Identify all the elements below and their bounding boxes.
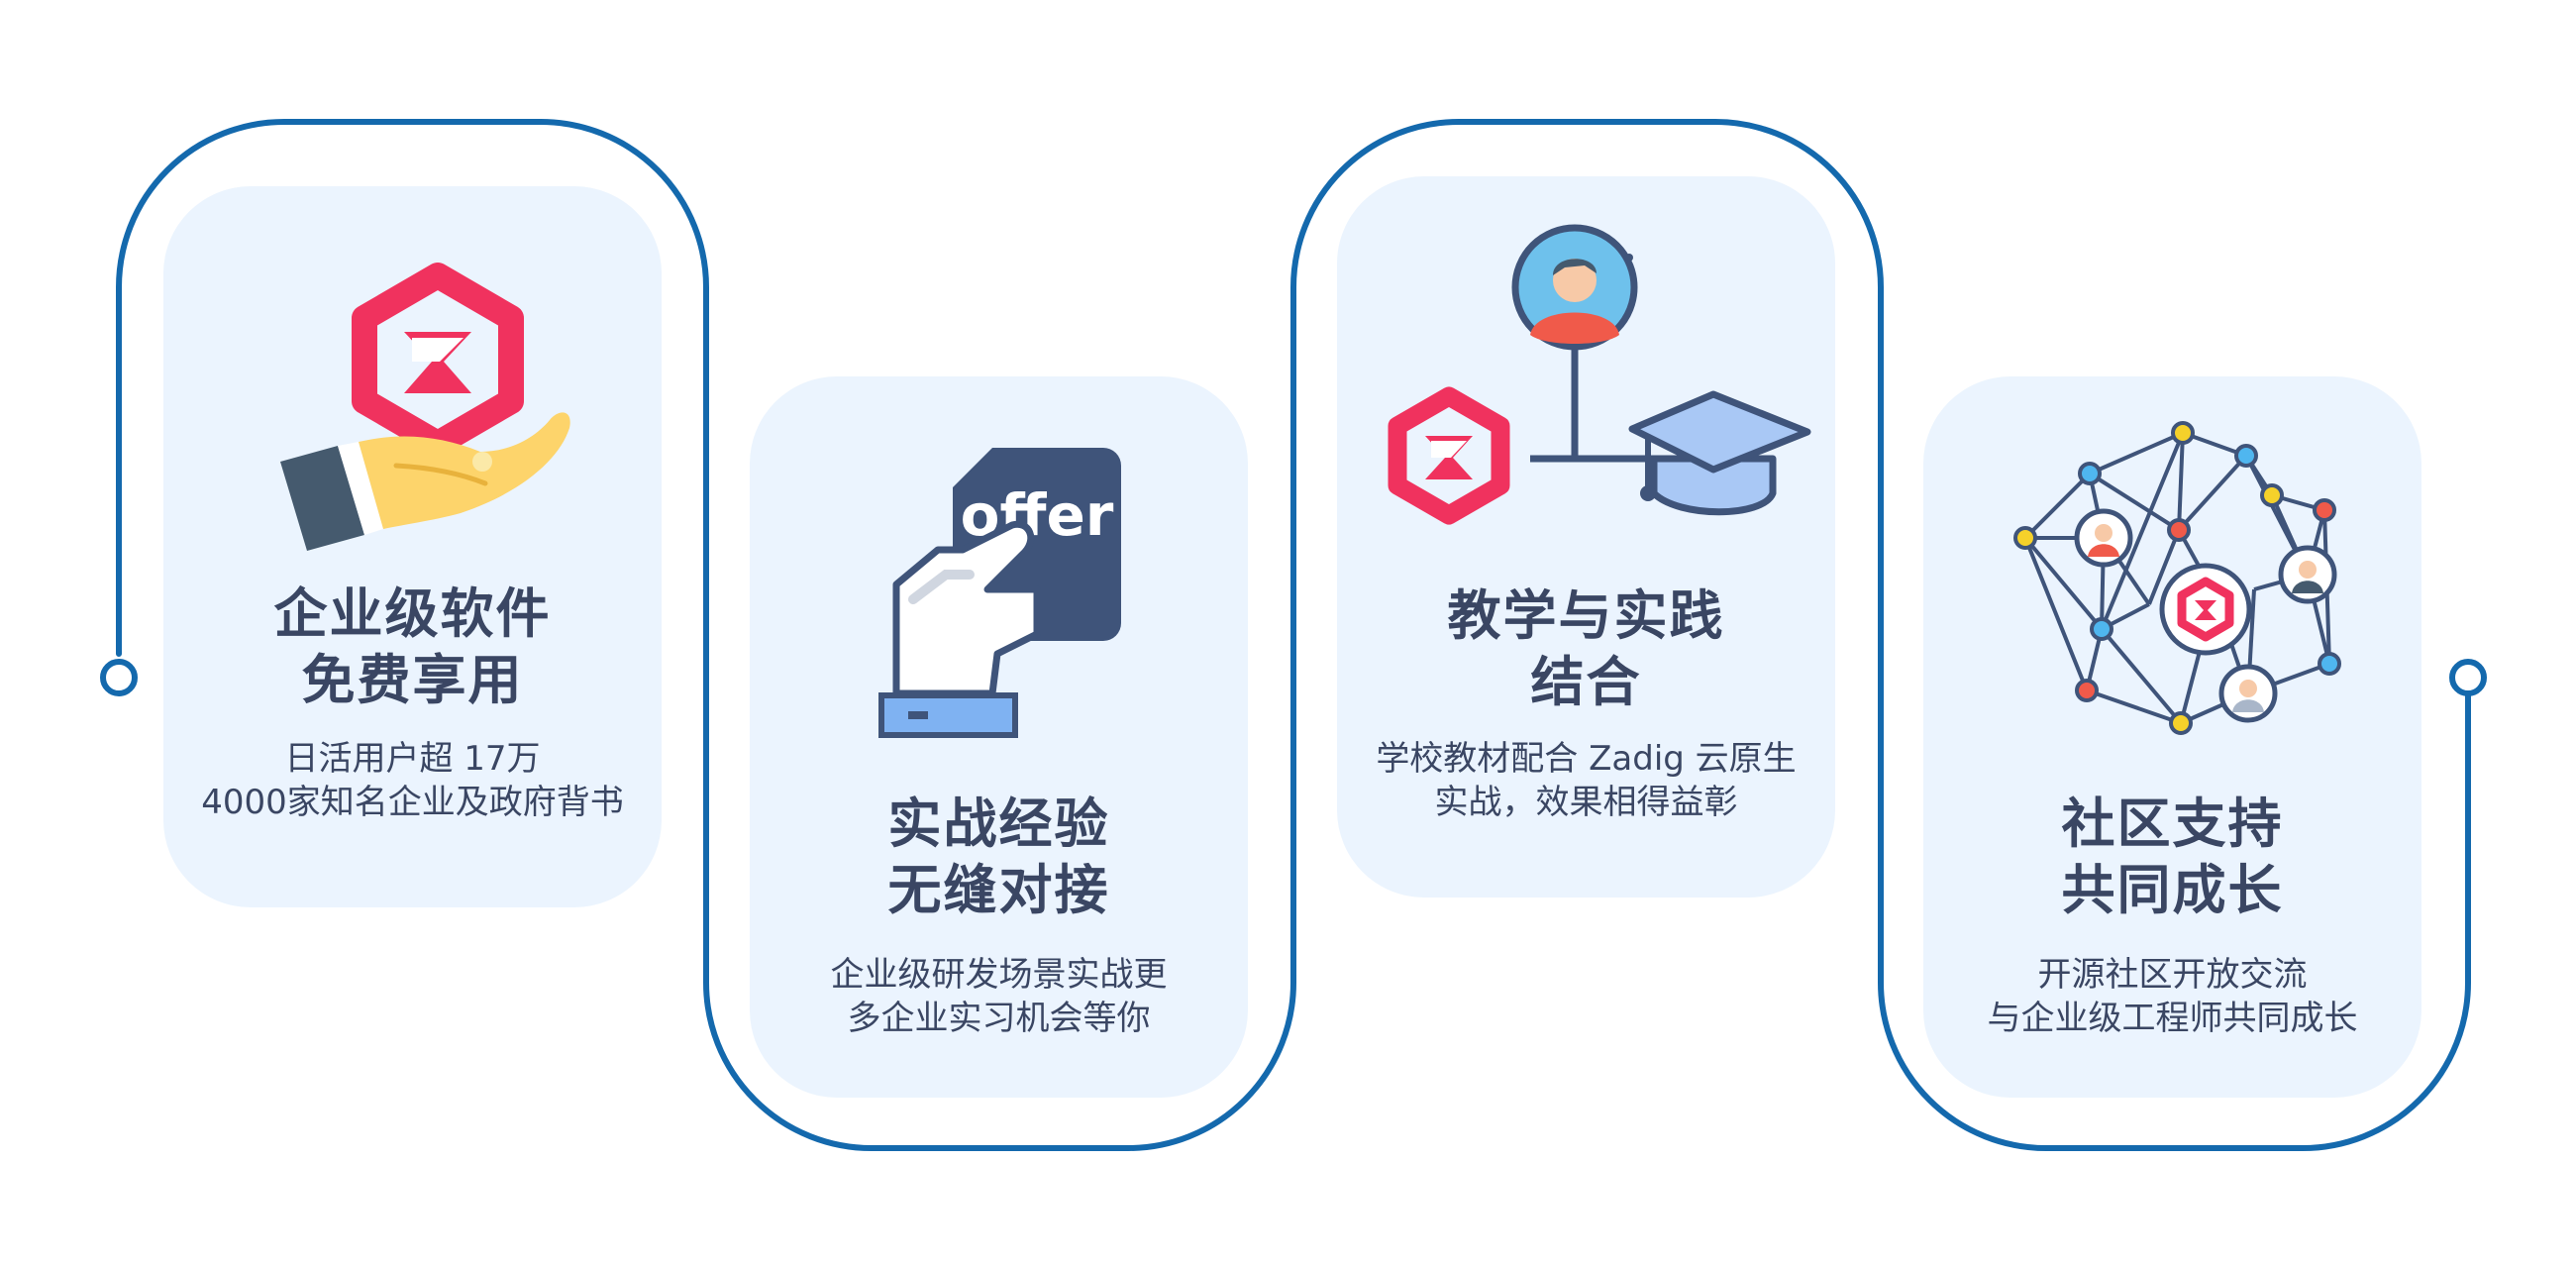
feature-card-teaching-practice: 教学与实践 结合 学校教材配合 Zadig 云原生 实战，效果相得益彰 bbox=[1337, 176, 1835, 898]
connector-end-dot bbox=[2449, 659, 2487, 696]
community-network-icon bbox=[2013, 421, 2341, 735]
card-title: 教学与实践 结合 bbox=[1447, 584, 1725, 713]
card-description: 学校教材配合 Zadig 云原生 实战，效果相得益彰 bbox=[1376, 739, 1797, 822]
person-logo-graduation-icon bbox=[1388, 224, 1811, 525]
connector-start-dot bbox=[100, 659, 138, 696]
offer-card-hand-icon: offer bbox=[878, 448, 1121, 738]
card-description: 日活用户超 17万 4000家知名企业及政府背书 bbox=[201, 739, 624, 822]
feature-card-free-software: 企业级软件 免费享用 日活用户超 17万 4000家知名企业及政府背书 bbox=[163, 186, 662, 907]
hand-offering-logo-icon bbox=[280, 263, 570, 551]
feature-card-practical-experience: offer 实战经验 无缝对接 企业级研发场景实战更 多企业实习机会等你 bbox=[750, 376, 1248, 1098]
feature-card-community-support: 社区支持 共同成长 开源社区开放交流 与企业级工程师共同成长 bbox=[1923, 376, 2421, 1098]
card-description: 开源社区开放交流 与企业级工程师共同成长 bbox=[1987, 955, 2358, 1038]
card-title: 实战经验 无缝对接 bbox=[887, 792, 1110, 921]
card-title: 社区支持 共同成长 bbox=[2061, 792, 2284, 921]
card-title: 企业级软件 免费享用 bbox=[273, 582, 552, 711]
card-description: 企业级研发场景实战更 多企业实习机会等你 bbox=[830, 955, 1168, 1038]
